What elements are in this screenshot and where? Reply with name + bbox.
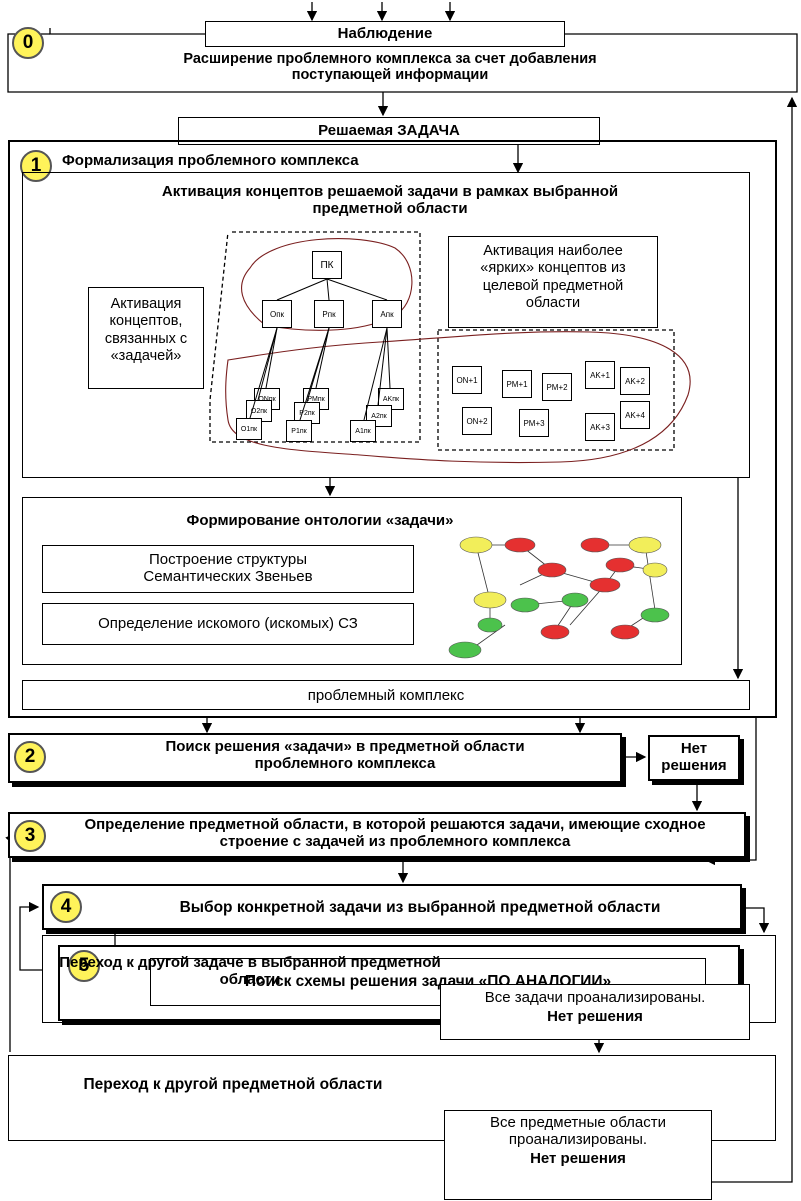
node-p: Pпк — [314, 300, 344, 328]
task-title: Решаемая ЗАДАЧА — [318, 122, 460, 139]
stage-0-badge: 0 — [12, 27, 44, 59]
node-on1: ON+1 — [452, 366, 482, 394]
stage-5-badge: 5 — [68, 950, 100, 982]
define-box: Определение искомого (искомых) СЗ — [42, 603, 414, 645]
stage-4-badge: 4 — [50, 891, 82, 923]
next-domain-box — [8, 1055, 776, 1141]
stage-1-badge: 1 — [20, 150, 52, 182]
all-tasks-no-solution: Нет решения — [547, 1008, 643, 1025]
stage-2-badge: 2 — [14, 741, 46, 773]
stage-2-box — [8, 733, 622, 783]
node-a1: A1пк — [350, 420, 376, 442]
node-o1: O1пк — [236, 418, 262, 440]
all-tasks-box: Все задачи проанализированы. Нет решения — [440, 984, 750, 1040]
left-activation-note: Активация концептов, связанных с «задаче… — [88, 287, 204, 389]
structure-box: Построение структуры Семантических Звень… — [42, 545, 414, 593]
problem-complex-box: проблемный комплекс — [22, 680, 750, 710]
stage-3-text: Определение предметной области, в которо… — [84, 816, 706, 850]
node-pm3: PM+3 — [519, 409, 549, 437]
node-ak1: AK+1 — [585, 361, 615, 389]
left-activation-text: Активация концептов, связанных с «задаче… — [104, 296, 188, 365]
all-domains-text: Все предметные области проанализированы. — [490, 1114, 666, 1148]
node-ak2: AK+2 — [620, 367, 650, 395]
stage-2-no-solution: Нет решения — [648, 735, 740, 781]
all-domains-no-solution: Нет решения — [530, 1150, 626, 1167]
structure-label: Построение структуры Семантических Звень… — [143, 551, 313, 585]
next-task-text: Переход к другой задаче в выбранной пред… — [59, 954, 441, 988]
node-ak3: AK+3 — [585, 413, 615, 441]
define-label: Определение искомого (искомых) СЗ — [98, 615, 358, 632]
activation-frame — [22, 172, 750, 478]
stage-4-text: Выбор конкретной задачи из выбранной пре… — [179, 899, 661, 916]
ontology-title: Формирование онтологии «задачи» — [186, 512, 454, 529]
all-tasks-text: Все задачи проанализированы. — [484, 989, 706, 1006]
problem-complex-label: проблемный комплекс — [307, 687, 465, 704]
stage-3-badge: 3 — [14, 820, 46, 852]
node-a: Aпк — [372, 300, 402, 328]
stage-2-text: Поиск решения «задачи» в предметной обла… — [165, 738, 525, 772]
node-p1: P1пк — [286, 420, 312, 442]
stage-1-frame — [8, 140, 777, 718]
node-ak4: AK+4 — [620, 401, 650, 429]
node-pm2: PM+2 — [542, 373, 572, 401]
stage-3-box — [8, 812, 746, 858]
ontology-frame — [22, 497, 682, 665]
right-activation-note: Активация наиболее «ярких» концептов из … — [448, 236, 658, 328]
next-task-box — [42, 935, 776, 1023]
all-domains-box: Все предметные области проанализированы.… — [444, 1110, 712, 1200]
stage-2-no-solution-text: Нет решения — [661, 740, 727, 774]
observation-box: Наблюдение — [205, 21, 565, 47]
activation-title: Активация концептов решаемой задачи в ра… — [161, 183, 619, 217]
observation-text: Расширение проблемного комплекса за счет… — [183, 51, 597, 83]
node-pk: ПК — [312, 251, 342, 279]
right-activation-text: Активация наиболее «ярких» концептов из … — [480, 243, 626, 312]
node-pm1: PM+1 — [502, 370, 532, 398]
node-o: Oпк — [262, 300, 292, 328]
node-on2: ON+2 — [462, 407, 492, 435]
observation-title: Наблюдение — [337, 25, 433, 42]
stage-1-title: Формализация проблемного комплекса — [62, 152, 359, 169]
stage-4-box — [42, 884, 742, 930]
next-domain-text: Переход к другой предметной области — [83, 1076, 383, 1093]
